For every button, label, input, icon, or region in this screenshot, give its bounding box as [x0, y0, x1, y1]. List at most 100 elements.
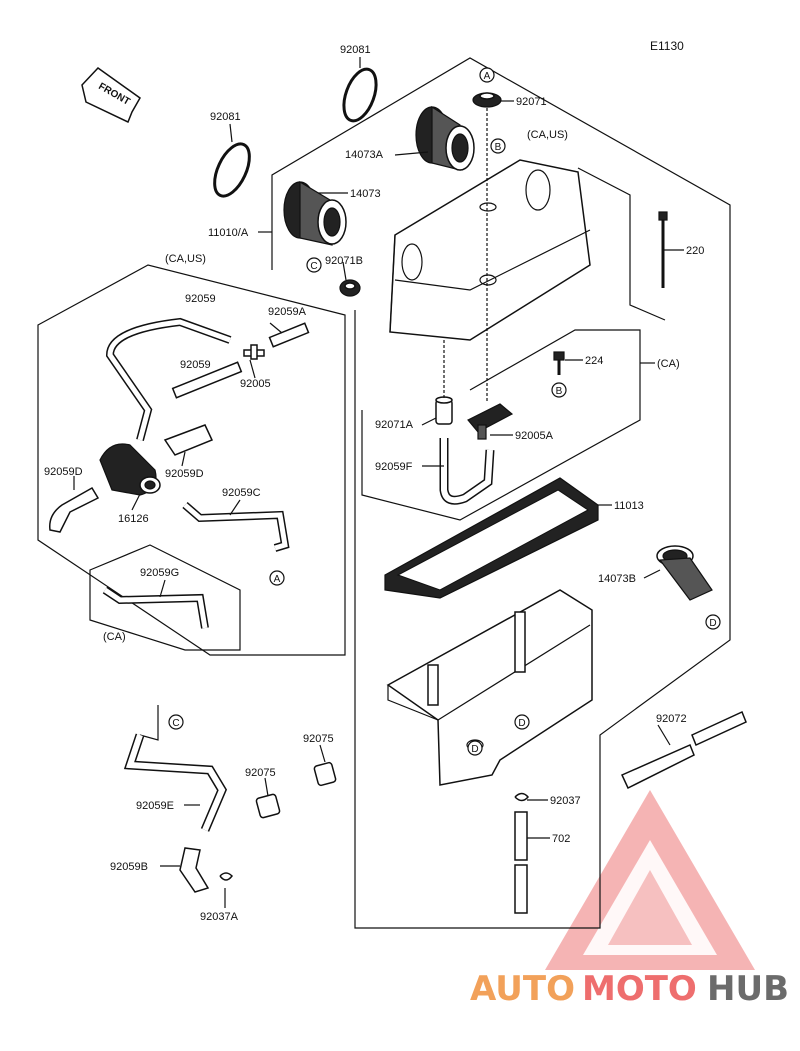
clip-92037a [219, 872, 233, 881]
element-11013 [384, 477, 599, 599]
label-14073b: 14073B [598, 573, 636, 585]
label-92059d-left: 92059D [44, 466, 83, 478]
ref-d-right: D [705, 614, 721, 630]
svg-text:B: B [556, 386, 563, 397]
label-92081-left: 92081 [210, 111, 241, 123]
ref-c-top: C [306, 257, 322, 273]
label-92059f: 92059F [375, 461, 413, 473]
label-224: 224 [585, 355, 603, 367]
hose-92059d-right [163, 424, 214, 456]
hose-92059g-outer [102, 586, 209, 629]
label-92059-top: 92059 [185, 293, 216, 305]
fitting-92005a [467, 403, 514, 440]
label-92059b: 92059B [110, 861, 148, 873]
c-ref-leader [139, 705, 159, 741]
watermark-moto: MOTO [582, 969, 697, 1009]
ref-a-left: A [269, 570, 285, 586]
label-11010a: 11010/A [208, 227, 249, 239]
cap-92075-b [255, 793, 281, 819]
hose-92059e [125, 734, 226, 832]
hose-group-outline [37, 264, 346, 656]
hose-92059f [441, 438, 493, 504]
leader-lines [73, 57, 684, 908]
label-92081-top: 92081 [340, 44, 371, 56]
svg-text:D: D [518, 718, 525, 729]
hose-92059-long-inner [107, 319, 231, 441]
diagram-code: E1130 [650, 39, 684, 53]
label-92071a: 92071A [375, 419, 414, 431]
label-11013: 11013 [614, 500, 644, 512]
ca-subgroup-outline [361, 329, 641, 521]
svg-text:C: C [172, 718, 179, 729]
svg-text:B: B [495, 142, 502, 153]
watermark-logo [545, 790, 755, 970]
ca-hose-box [89, 544, 241, 651]
ref-d-mid: D [514, 714, 530, 730]
svg-text:C: C [310, 261, 317, 272]
screw-224 [553, 351, 565, 375]
strip-92072 [620, 710, 747, 790]
duct-14073a [415, 105, 475, 171]
watermark-auto: AUTO [470, 969, 575, 1009]
upper-housing-11010a [389, 159, 591, 341]
label-92059c: 92059C [222, 487, 261, 499]
ref-a-top: A [479, 67, 495, 83]
cap-92075-a [313, 761, 337, 787]
front-arrow-icon: FRONT [81, 67, 141, 124]
label-92072: 92072 [656, 713, 687, 725]
label-14073: 14073 [350, 188, 381, 200]
label-92075-a: 92075 [303, 733, 334, 745]
hose-92059d-left [49, 486, 100, 533]
label-92059g: 92059G [140, 567, 179, 579]
label-ca-note: (CA) [657, 358, 680, 370]
hose-92059b [179, 847, 210, 893]
label-16126: 16126 [118, 513, 149, 525]
ref-d-low: D [467, 740, 483, 756]
gasket-92081-left [213, 142, 251, 198]
label-92059e: 92059E [136, 800, 174, 812]
svg-text:D: D [471, 744, 478, 755]
label-702: 702 [552, 833, 570, 845]
ref-b-mid: B [551, 382, 567, 398]
hose-92059c [183, 503, 288, 551]
svg-text:A: A [274, 574, 281, 585]
tube-702 [514, 811, 528, 914]
ref-c-bottom: C [168, 714, 184, 730]
connector-92071a [435, 396, 453, 425]
bolt-220-guide [577, 167, 666, 321]
hose-92059-short [171, 361, 243, 399]
label-92071-note: (CA,US) [527, 129, 568, 141]
label-14073a: 14073A [345, 149, 384, 161]
hose-92059f-outer [439, 438, 495, 505]
label-220: 220 [686, 245, 704, 257]
label-ca-note-2: (CA) [103, 631, 126, 643]
label-92005a: 92005A [515, 430, 554, 442]
cap-92071b [339, 279, 361, 297]
hose-92059g [103, 587, 208, 629]
valve-16126 [99, 443, 161, 496]
label-92059a: 92059A [268, 306, 307, 318]
label-92071b: 92071B [325, 255, 363, 267]
label-group-note: (CA,US) [165, 253, 206, 265]
duct-14073b [656, 545, 713, 601]
fitting-92005 [243, 344, 265, 360]
label-92059d-right: 92059D [165, 468, 204, 480]
label-92005: 92005 [240, 378, 271, 390]
ref-b-top: B [490, 138, 506, 154]
bolt-220 [658, 211, 668, 288]
label-92037: 92037 [550, 795, 581, 807]
svg-text:A: A [484, 71, 491, 82]
label-92075-b: 92075 [245, 767, 276, 779]
duct-14073 [283, 180, 347, 246]
cap-92071 [472, 92, 502, 108]
lower-housing [386, 589, 593, 786]
gasket-92081-top [342, 67, 378, 123]
label-92071: 92071 [516, 96, 547, 108]
svg-text:D: D [709, 618, 716, 629]
housing-group-outline [271, 57, 731, 929]
label-92059-mid: 92059 [180, 359, 211, 371]
hose-92059a [268, 322, 310, 348]
clip-92037 [514, 792, 529, 802]
